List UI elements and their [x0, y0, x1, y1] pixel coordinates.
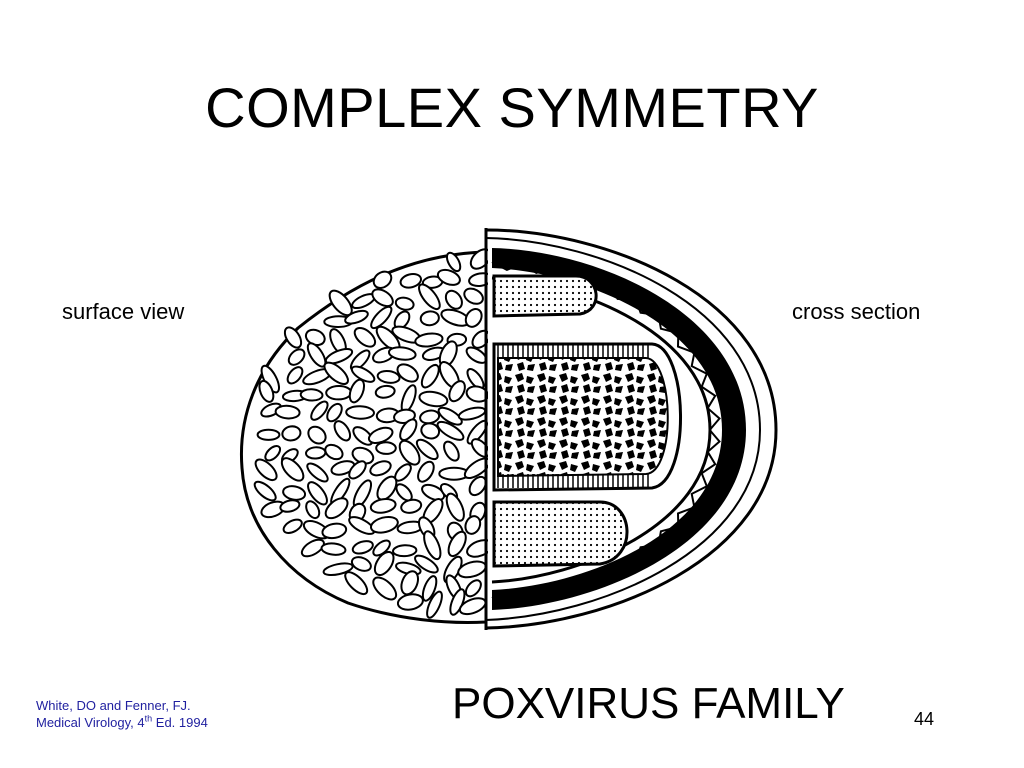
surface-view-illustration	[239, 248, 488, 624]
cross-section-illustration	[484, 228, 778, 630]
surface-view-label: surface view	[62, 299, 185, 324]
citation-line-1: White, DO and Fenner, FJ.	[36, 698, 191, 713]
citation: White, DO and Fenner, FJ. Medical Virolo…	[36, 697, 208, 731]
citation-line-2: Medical Virology, 4th Ed. 1994	[36, 713, 208, 730]
slide-number: 44	[914, 709, 935, 729]
slide-title: COMPLEX SYMMETRY	[205, 76, 819, 139]
poxvirus-diagram	[239, 228, 778, 630]
cross-section-label: cross section	[792, 299, 921, 324]
slide-subtitle: POXVIRUS FAMILY	[452, 679, 845, 728]
